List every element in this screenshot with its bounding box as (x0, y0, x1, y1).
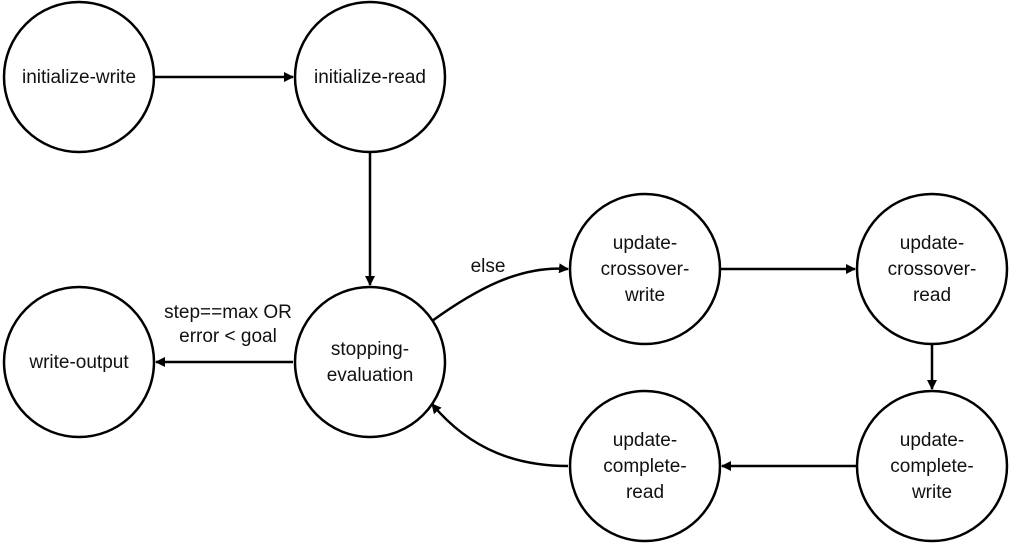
node-label: write-output (28, 352, 129, 373)
node-label: read (626, 482, 664, 503)
edge-label: else (471, 256, 506, 277)
node-update-complete-write: update-complete-write (855, 389, 1009, 543)
edge-update-complete-read-to-stopping-evaluation (431, 403, 569, 468)
node-label: write (624, 285, 665, 306)
node-label: initialize-write (22, 67, 136, 88)
node-label: initialize-read (314, 67, 426, 88)
node-circle (568, 192, 722, 346)
edge-stopping-evaluation-to-update-crossover-write (431, 263, 569, 323)
node-label: stopping- (331, 339, 409, 360)
node-circle (855, 192, 1009, 346)
node-label: update- (900, 430, 964, 451)
node-initialize-read: initialize-read (293, 0, 447, 154)
node-initialize-write: initialize-write (2, 0, 156, 154)
node-circle (2, 285, 156, 439)
edge-labels-layer: step==max OR error < goal else (164, 256, 505, 347)
node-label: complete- (890, 456, 973, 477)
node-circle (2, 0, 156, 154)
node-label: complete- (603, 456, 686, 477)
node-label: write (911, 482, 952, 503)
node-circle (293, 0, 447, 154)
node-label: read (913, 285, 951, 306)
node-write-output: write-output (2, 285, 156, 439)
node-update-crossover-read: update-crossover-read (855, 192, 1009, 346)
node-circle (855, 389, 1009, 543)
node-label: evaluation (327, 365, 414, 386)
node-label: crossover- (601, 259, 690, 280)
node-update-complete-read: update-complete-read (568, 389, 722, 543)
edges-layer (154, 72, 937, 471)
node-label: update- (613, 430, 677, 451)
node-circle (293, 285, 447, 439)
node-label: crossover- (888, 259, 977, 280)
edge-label: step==max OR (164, 302, 292, 323)
node-label: update- (613, 233, 677, 254)
edge-label: error < goal (179, 326, 277, 347)
node-label: update- (900, 233, 964, 254)
node-circle (568, 389, 722, 543)
node-stopping-evaluation: stopping-evaluation (293, 285, 447, 439)
node-update-crossover-write: update-crossover-write (568, 192, 722, 346)
